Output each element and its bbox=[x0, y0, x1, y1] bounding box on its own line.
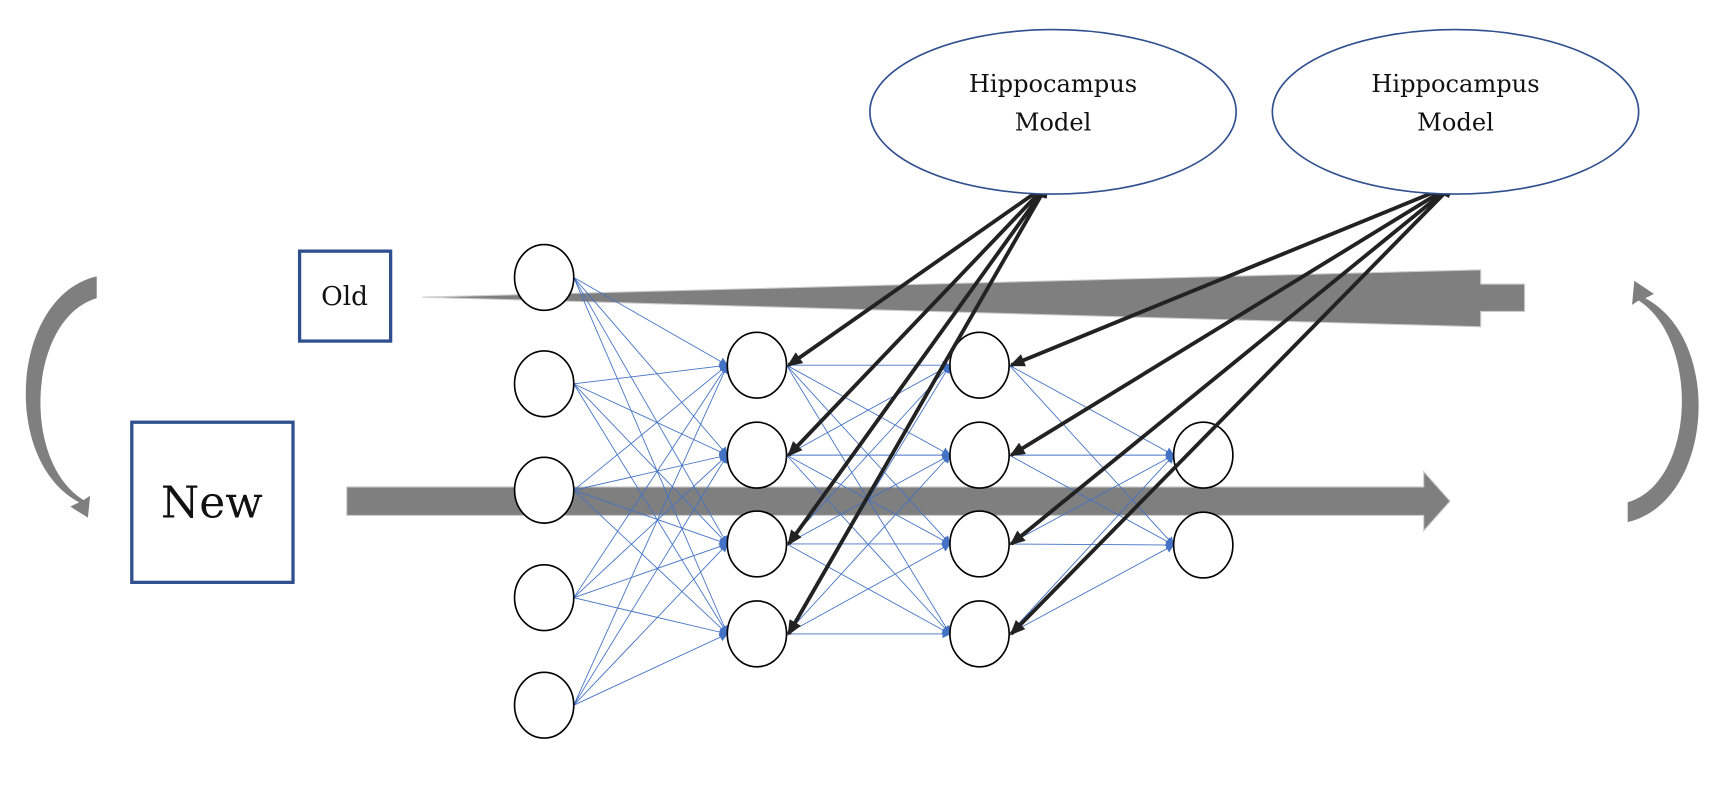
hippocampus-model-2: Hippocampus Model bbox=[1271, 28, 1640, 195]
neuron-layer-1 bbox=[513, 456, 575, 524]
connection-line bbox=[573, 454, 728, 706]
neuron-layer-2 bbox=[726, 331, 788, 399]
neuron-layer-3 bbox=[949, 510, 1010, 578]
connection-line bbox=[573, 542, 729, 599]
neuron-layer-1 bbox=[513, 243, 575, 312]
neuron-layer-2 bbox=[726, 421, 788, 489]
connection-line bbox=[573, 277, 728, 545]
hippocampus-label: Hippocampus bbox=[1371, 70, 1539, 98]
connection-line bbox=[573, 361, 729, 385]
neuron-layer-3 bbox=[949, 600, 1010, 668]
neuron-layer-1 bbox=[513, 671, 575, 739]
connection-line bbox=[573, 364, 728, 598]
connection-line bbox=[573, 452, 729, 491]
connection-line bbox=[573, 383, 729, 456]
memory-replay-arrow bbox=[786, 182, 1050, 367]
connection-line bbox=[573, 489, 729, 546]
memory-replay-arrow bbox=[787, 182, 1050, 636]
hippocampus-model-1: Hippocampus Model bbox=[869, 28, 1237, 195]
hippocampus-label: Model bbox=[1015, 109, 1092, 137]
old-task-box: Old bbox=[297, 249, 393, 343]
new-task-box: New bbox=[130, 420, 295, 584]
memory-replay-arrow bbox=[787, 182, 1050, 457]
connection-line bbox=[1008, 544, 1175, 635]
connection-line bbox=[573, 489, 729, 635]
hippocampus-label: Model bbox=[1417, 109, 1494, 137]
connection-line bbox=[573, 383, 728, 635]
connection-line bbox=[573, 543, 729, 706]
hippocampus-arrows bbox=[786, 182, 1456, 636]
old-label: Old bbox=[321, 282, 368, 312]
connection-line bbox=[573, 364, 729, 491]
connection-line bbox=[573, 383, 729, 545]
connection-line bbox=[573, 277, 729, 635]
right-cycle-arrow bbox=[1627, 280, 1699, 523]
new-label: New bbox=[161, 478, 263, 529]
connection-line bbox=[573, 454, 729, 599]
neuron-layer-4 bbox=[1172, 421, 1234, 489]
new-task-flow-arrow bbox=[346, 470, 1451, 533]
hippocampus-label: Hippocampus bbox=[969, 70, 1137, 98]
neuron-layer-4 bbox=[1172, 511, 1234, 579]
neuron-layer-1 bbox=[513, 350, 575, 418]
neuron-layer-2 bbox=[726, 600, 788, 668]
neuron-layer-1 bbox=[513, 563, 575, 632]
left-cycle-arrow bbox=[25, 276, 97, 518]
connection-line bbox=[573, 633, 729, 706]
memory-replay-arrow bbox=[1009, 182, 1455, 636]
connection-line bbox=[573, 597, 729, 637]
connection-line bbox=[573, 277, 729, 456]
neuron-layer-2 bbox=[726, 510, 788, 578]
connection-line bbox=[573, 277, 729, 366]
connection-line bbox=[573, 364, 729, 706]
neuron-layer-3 bbox=[949, 421, 1010, 489]
